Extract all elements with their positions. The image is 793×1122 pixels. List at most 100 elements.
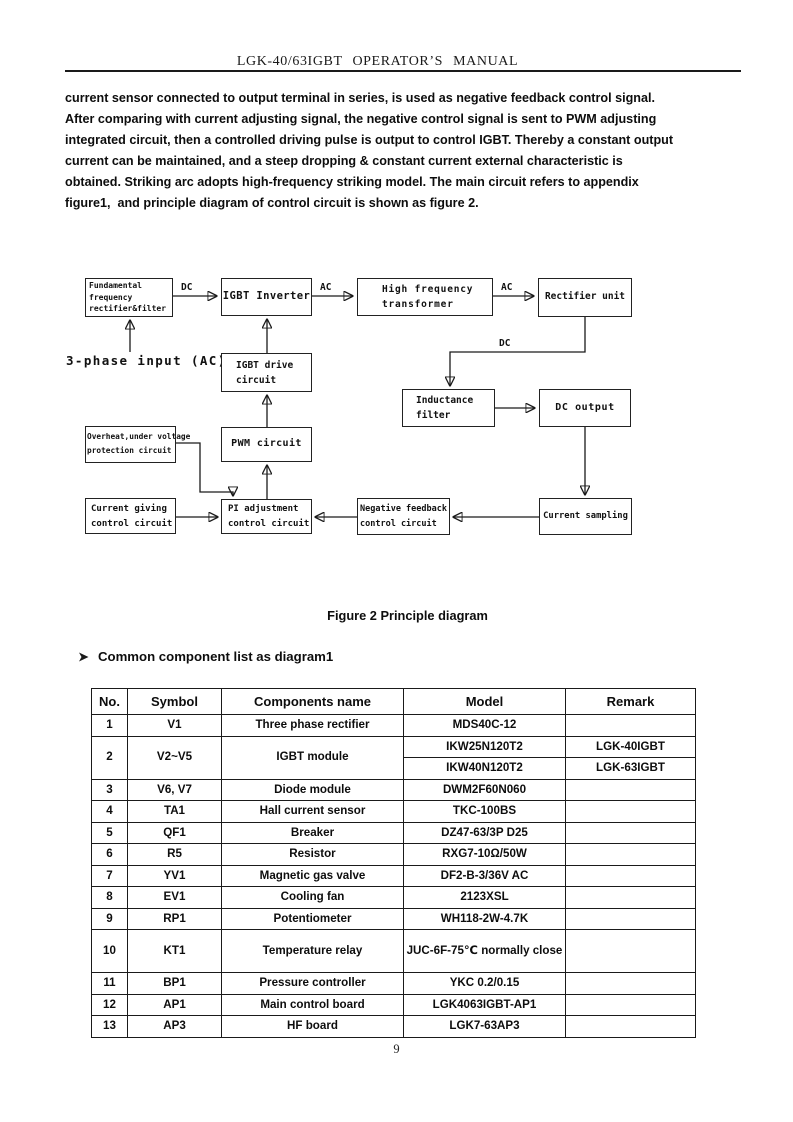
box-text: PI adjustment [228, 504, 299, 514]
cell-no: 6 [91, 843, 128, 866]
paragraph-line: current sensor connected to output termi… [65, 91, 655, 105]
cell-no: 9 [91, 907, 128, 930]
box-text: DC output [555, 402, 615, 413]
column-header-symbol: Symbol [127, 688, 222, 715]
cell-remark [565, 993, 696, 1016]
cell-symbol: AP3 [127, 1015, 222, 1038]
cell-model: DWM2F60N060 [403, 778, 566, 801]
diagram-box-overheat-protection: Overheat,under voltage protection circui… [85, 426, 191, 463]
diagram-box-inductance-filter: Inductance filter [402, 389, 495, 427]
cell-name: Three phase rectifier [221, 714, 404, 737]
component-list-heading-text: Common component list as diagram1 [98, 649, 334, 664]
table-row: 6 R5 Resistor RXG7-10Ω/50W [91, 843, 696, 866]
column-header-model: Model [403, 688, 566, 715]
table-row: 7 YV1 Magnetic gas valve DF2-B-3/36V AC [91, 864, 696, 887]
cell-model: LGK7-63AP3 [403, 1015, 566, 1038]
header-rule [65, 70, 741, 72]
cell-symbol: V6, V7 [127, 778, 222, 801]
column-header-components-name: Components name [221, 688, 404, 715]
cell-name: Potentiometer [221, 907, 404, 930]
cell-name: Temperature relay [221, 929, 404, 973]
table-row: 12 AP1 Main control board LGK4063IGBT-AP… [91, 993, 696, 1016]
page-header-title: LGK-40/63IGBT OPERATOR’S MANUAL [236, 54, 519, 69]
box-text: control circuit [228, 518, 310, 529]
diagram-box-dc-output: DC output [539, 389, 631, 427]
three-phase-input-label: 3-phase input (AC) [66, 353, 227, 368]
edge-label-dc: DC [181, 282, 193, 293]
cell-symbol: KT1 [127, 929, 222, 973]
table-row: 2 V2~V5 IGBT module IKW25N120T2 LGK-40IG… [91, 735, 696, 780]
table-row: 13 AP3 HF board LGK7-63AP3 [91, 1015, 696, 1038]
table-row: 3 V6, V7 Diode module DWM2F60N060 [91, 778, 696, 801]
connector-overheat-to-pi [176, 442, 233, 495]
cell-model: RXG7-10Ω/50W [403, 843, 566, 866]
edge-label-dc: DC [499, 338, 511, 349]
edge-label-ac: AC [320, 282, 332, 293]
cell-remark [565, 821, 696, 844]
cell-name: Magnetic gas valve [221, 864, 404, 887]
box-text: Current giving [91, 504, 167, 514]
cell-no: 10 [91, 929, 128, 973]
cell-name: Main control board [221, 993, 404, 1016]
box-text: frequency [89, 292, 133, 302]
paragraph-line: current can be maintained, and a steep d… [65, 153, 623, 168]
cell-no: 11 [91, 972, 128, 995]
cell-remark: LGK-40IGBT [565, 735, 696, 758]
table-header-row: No. Symbol Components name Model Remark [91, 688, 696, 715]
column-header-no: No. [91, 688, 128, 715]
box-text: IGBT drive [236, 360, 294, 371]
cell-symbol: RP1 [127, 907, 222, 930]
diagram-box-pi-adjustment: PI adjustment control circuit [221, 499, 312, 534]
diagram-box-igbt-drive: IGBT drive circuit [221, 353, 312, 392]
cell-name: Diode module [221, 778, 404, 801]
box-text: Overheat,under voltage [87, 432, 191, 441]
principle-diagram: Fundamental frequency rectifier&filter I… [0, 272, 793, 552]
diagram-box-hf-transformer: High frequency transformer [357, 278, 493, 316]
box-text: control circuit [360, 518, 437, 529]
figure-caption: Figure 2 Principle diagram [327, 608, 488, 623]
cell-remark [565, 1015, 696, 1038]
cell-no: 4 [91, 800, 128, 823]
box-text: rectifier&filter [89, 304, 167, 313]
cell-model: DF2-B-3/36V AC [403, 864, 566, 887]
cell-model: IKW40N120T2 [403, 757, 566, 780]
cell-remark [565, 778, 696, 801]
cell-model: TKC-100BS [403, 800, 566, 823]
diagram-box-rectifier-unit: Rectifier unit [538, 278, 632, 317]
box-text: Negative feedback [360, 504, 447, 514]
diagram-box-pwm-circuit: PWM circuit [221, 427, 312, 462]
box-text: Inductance [416, 395, 474, 406]
connector-rectifier-to-inductance [450, 317, 586, 385]
table-row: 9 RP1 Potentiometer WH118-2W-4.7K [91, 907, 696, 930]
cell-no: 7 [91, 864, 128, 887]
column-header-remark: Remark [565, 688, 696, 715]
diagram-connectors [0, 272, 793, 552]
cell-no: 12 [91, 993, 128, 1016]
cell-symbol: R5 [127, 843, 222, 866]
paragraph-line: After comparing with current adjusting s… [65, 111, 657, 126]
paragraph-line: integrated circuit, then a controlled dr… [65, 132, 674, 147]
paragraph-line: figure1, and principle diagram of contro… [65, 195, 479, 210]
table-row: 11 BP1 Pressure controller YKC 0.2/0.15 [91, 972, 696, 995]
cell-symbol: EV1 [127, 886, 222, 909]
cell-model: IKW25N120T2 [403, 735, 566, 758]
component-table: No. Symbol Components name Model Remark … [91, 688, 696, 1038]
edge-label-ac: AC [501, 282, 513, 293]
box-text: High frequency [382, 284, 474, 295]
cell-no: 8 [91, 886, 128, 909]
cell-remark [565, 843, 696, 866]
cell-remark: LGK-63IGBT [565, 757, 696, 780]
cell-model: LGK4063IGBT-AP1 [403, 993, 566, 1016]
cell-name: Cooling fan [221, 886, 404, 909]
cell-model: MDS40C-12 [403, 714, 566, 737]
box-text: Current sampling [543, 511, 628, 521]
cell-model: DZ47-63/3P D25 [403, 821, 566, 844]
cell-symbol: BP1 [127, 972, 222, 995]
cell-remark [565, 886, 696, 909]
cell-name: Resistor [221, 843, 404, 866]
intro-paragraph: current sensor connected to output termi… [65, 88, 765, 213]
box-text: Fundamental [89, 281, 142, 290]
cell-no: 5 [91, 821, 128, 844]
cell-name: HF board [221, 1015, 404, 1038]
